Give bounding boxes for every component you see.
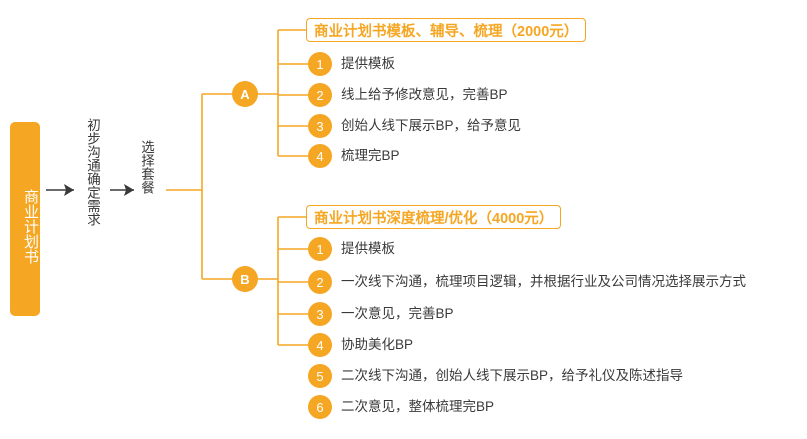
- list-item[interactable]: 4 协助美化BP: [308, 333, 413, 357]
- list-item[interactable]: 2 线上给予修改意见，完善BP: [308, 83, 508, 107]
- step-text: 一次意见，完善BP: [341, 306, 454, 321]
- list-item[interactable]: 2 一次线下沟通，梳理项目逻辑，并根据行业及公司情况选择展示方式: [308, 270, 746, 294]
- branch-node-a[interactable]: A: [232, 81, 258, 107]
- step-number: 3: [308, 114, 332, 138]
- list-item[interactable]: 1 提供模板: [308, 52, 395, 76]
- step-number: 6: [308, 395, 332, 419]
- step-text: 二次意见，整体梳理完BP: [341, 399, 495, 414]
- step-text: 一次线下沟通，梳理项目逻辑，并根据行业及公司情况选择展示方式: [341, 274, 746, 289]
- branch-b-header[interactable]: 商业计划书深度梳理/优化（4000元）: [306, 205, 562, 229]
- branch-a-header[interactable]: 商业计划书模板、辅导、梳理（2000元）: [306, 18, 587, 42]
- step-number: 2: [308, 83, 332, 107]
- step-number: 1: [308, 237, 332, 261]
- stage-label-1: 初步沟通确定需求: [85, 118, 100, 226]
- step-number: 3: [308, 302, 332, 326]
- step-text: 提供模板: [341, 241, 395, 256]
- step-number: 1: [308, 52, 332, 76]
- step-number: 4: [308, 144, 332, 168]
- step-text: 创始人线下展示BP，给予意见: [341, 118, 522, 133]
- stage-label-2: 选择套餐: [139, 140, 154, 194]
- step-text: 二次线下沟通，创始人线下展示BP，给予礼仪及陈述指导: [341, 368, 684, 383]
- list-item[interactable]: 1 提供模板: [308, 237, 395, 261]
- step-number: 2: [308, 270, 332, 294]
- step-text: 协助美化BP: [341, 337, 414, 352]
- step-text: 梳理完BP: [341, 148, 400, 163]
- step-text: 提供模板: [341, 56, 395, 71]
- step-text: 线上给予修改意见，完善BP: [341, 87, 508, 102]
- step-number: 5: [308, 364, 332, 388]
- list-item[interactable]: 5 二次线下沟通，创始人线下展示BP，给予礼仪及陈述指导: [308, 364, 683, 388]
- step-number: 4: [308, 333, 332, 357]
- list-item[interactable]: 6 二次意见，整体梳理完BP: [308, 395, 494, 419]
- list-item[interactable]: 4 梳理完BP: [308, 144, 400, 168]
- branch-node-b[interactable]: B: [232, 266, 258, 292]
- list-item[interactable]: 3 创始人线下展示BP，给予意见: [308, 114, 521, 138]
- list-item[interactable]: 3 一次意见，完善BP: [308, 302, 454, 326]
- root-node[interactable]: 商业计划书: [10, 122, 40, 316]
